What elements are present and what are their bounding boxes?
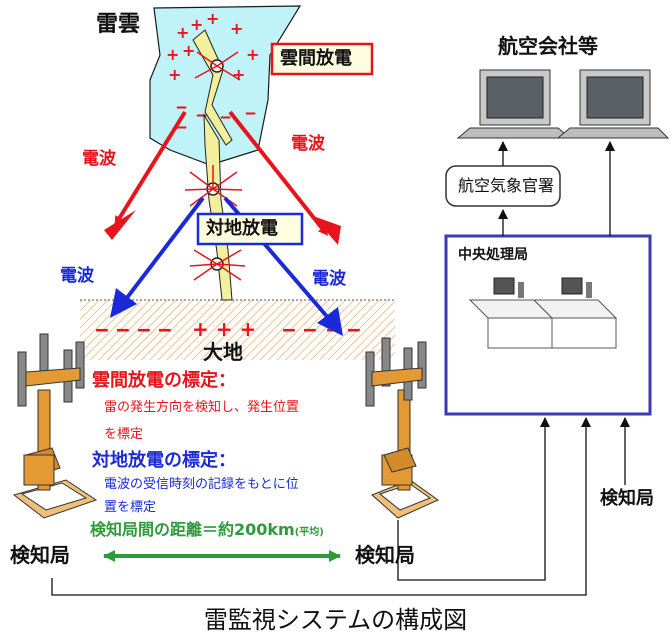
svg-text:+: + <box>168 65 181 84</box>
detector-station-label-left: 検知局 <box>10 543 70 567</box>
intracloud-positioning-desc-1: 雷の発生方向を検知し、発生位置 <box>104 400 300 415</box>
svg-text:+: + <box>182 41 195 60</box>
computer-terminal-icon <box>556 69 670 139</box>
radio-wave-label-right-top: 電波 <box>291 134 325 154</box>
detector-station-label-far: 検知局 <box>600 488 654 509</box>
radio-wave-label-right-low: 電波 <box>312 269 346 289</box>
svg-text:‒ ‒: ‒ ‒ <box>95 317 130 341</box>
svg-text:+: + <box>176 23 189 42</box>
svg-text:+: + <box>246 45 259 64</box>
radio-wave-label-left-low: 電波 <box>60 266 94 286</box>
intracloud-positioning-title: 雲間放電の標定： <box>92 370 236 391</box>
svg-text:‒: ‒ <box>176 97 187 116</box>
lightning-bolt-icon <box>192 29 233 146</box>
detector-distance-note: (平均) <box>294 527 324 538</box>
svg-text:+: + <box>230 19 243 38</box>
connection-lines <box>51 141 630 596</box>
svg-text:‒ ‒: ‒ ‒ <box>282 317 317 341</box>
radio-wave-blue-left <box>121 196 205 305</box>
aviation-office-label: 航空気象官署 <box>458 176 555 195</box>
svg-text:+: + <box>206 9 219 28</box>
ground-discharge-channel <box>203 113 233 301</box>
svg-text:+: + <box>190 15 203 34</box>
red-arrowhead-left <box>104 210 136 240</box>
emission-arrows <box>184 51 246 281</box>
intracloud-box-frame <box>270 42 374 76</box>
svg-text:‒: ‒ <box>196 105 207 124</box>
thundercloud-label: 雷雲 <box>96 12 141 37</box>
blue-arrowhead-left <box>110 288 137 318</box>
ground-positioning-desc-2: 置を標定 <box>104 500 157 515</box>
svg-text:+: + <box>232 65 245 84</box>
blue-arrowhead-right <box>317 307 343 336</box>
ground-discharge-box-frame <box>196 212 304 246</box>
ground-label: 大地 <box>203 340 243 364</box>
svg-text:‒: ‒ <box>245 103 256 122</box>
intracloud-positioning-desc-2: を標定 <box>104 427 144 442</box>
ground-hatch <box>80 299 395 360</box>
svg-text:‒: ‒ <box>220 107 231 126</box>
detector-tower-icon <box>12 333 98 519</box>
radio-wave-label-left-top: 電波 <box>82 149 116 169</box>
detector-tower-icon <box>365 337 439 519</box>
ground-charges: ‒ ‒ ‒ ‒ + + + ‒ ‒ ‒ ‒ <box>95 317 361 341</box>
ground-positioning-desc-1: 電波の受信時刻の記録をもとに位 <box>104 477 299 492</box>
svg-text:‒ ‒: ‒ ‒ <box>137 317 172 341</box>
central-station-label: 中央処理局 <box>458 247 528 263</box>
airline-label: 航空会社等 <box>498 34 598 58</box>
detector-distance-main: 検知局間の距離＝約200km <box>90 520 295 539</box>
intracloud-discharge-label: 雲間放電 <box>280 48 352 69</box>
red-arrowhead-right <box>313 216 341 245</box>
detector-station-label-right: 検知局 <box>355 543 415 567</box>
computer-terminal-icon <box>456 69 572 139</box>
radio-wave-red-left <box>114 110 187 227</box>
ground-positioning-title: 対地放電の標定： <box>92 450 236 471</box>
diagram-caption: 雷監視システムの構成図 <box>203 606 468 634</box>
desk-computer-icon <box>468 277 618 349</box>
cloud-charges: +++ +++ +++ ‒‒‒ ‒‒ <box>166 9 259 136</box>
svg-text:+ + +: + + + <box>192 317 256 341</box>
radio-wave-red-right <box>228 110 329 236</box>
detector-distance-label: 検知局間の距離＝約200km(平均) <box>90 522 324 538</box>
svg-text:+: + <box>166 45 179 64</box>
svg-text:‒: ‒ <box>176 117 187 136</box>
ground-discharge-label: 対地放電 <box>206 218 278 239</box>
